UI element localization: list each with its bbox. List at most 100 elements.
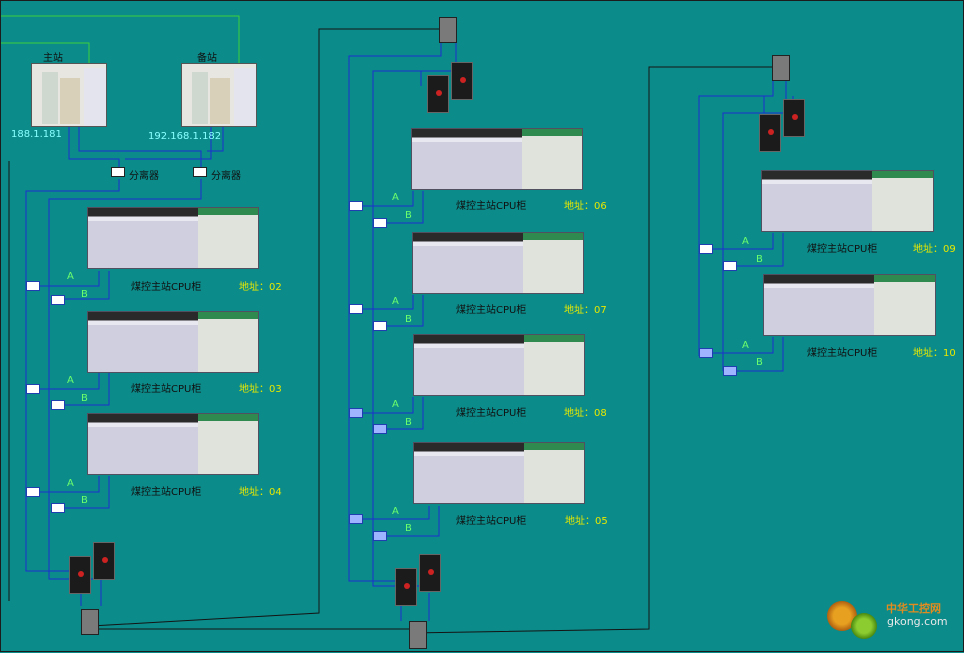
cabinet-label: 煤控主站CPU柜 (807, 244, 878, 255)
tap-connector-icon (26, 384, 40, 394)
converter-box-icon (409, 621, 427, 649)
cabinet-label: 煤控主站CPU柜 (456, 201, 527, 212)
address-label: 地址：07 (564, 305, 607, 316)
tap-connector-icon (349, 514, 363, 524)
tap-connector-icon (373, 321, 387, 331)
address-label: 地址：03 (239, 384, 282, 395)
converter-box-icon (772, 55, 790, 81)
main-cpu-rack (31, 63, 107, 127)
standby-ip-label: 192.168.1.182 (148, 131, 222, 142)
io-rack-08 (413, 334, 585, 396)
power-module (553, 233, 569, 293)
io-rack-03 (87, 311, 259, 373)
bus-b-label: B (81, 495, 88, 506)
power-module (919, 275, 935, 335)
power-module (198, 208, 214, 268)
power-module (872, 171, 889, 231)
bus-b-label: B (405, 314, 412, 325)
tap-connector-icon (51, 503, 65, 513)
power-module (539, 443, 555, 503)
network-switch-icon (419, 554, 441, 592)
tap-connector-icon (373, 424, 387, 434)
bus-a-label: A (742, 340, 749, 351)
network-switch-icon (783, 99, 805, 137)
io-rack-05 (413, 442, 585, 504)
standby-cpu-rack (181, 63, 257, 127)
cabinet-label: 煤控主站CPU柜 (456, 408, 527, 419)
power-module (243, 208, 258, 268)
address-label: 地址：09 (913, 244, 956, 255)
bus-b-label: B (81, 289, 88, 300)
power-module (243, 414, 258, 474)
splitter-icon (193, 167, 207, 177)
bus-a-label: A (392, 506, 399, 517)
cabinet-label: 煤控主站CPU柜 (131, 384, 202, 395)
bus-b-label: B (405, 210, 412, 221)
tap-connector-icon (723, 261, 737, 271)
power-module (569, 335, 584, 395)
power-module (874, 275, 891, 335)
splitter-label-1: 分离器 (129, 171, 159, 182)
bus-b-label: B (756, 357, 763, 368)
bus-a-label: A (392, 192, 399, 203)
power-module (904, 275, 921, 335)
network-switch-icon (427, 75, 449, 113)
green-links (1, 15, 240, 63)
network-switch-icon (759, 114, 781, 152)
cabinet-label: 煤控主站CPU柜 (807, 348, 878, 359)
tap-connector-icon (349, 201, 363, 211)
bus-b-label: B (405, 523, 412, 534)
io-rack-10 (763, 274, 936, 336)
splitter-label-2: 分离器 (211, 171, 241, 182)
tap-connector-icon (699, 348, 713, 358)
power-module (213, 414, 229, 474)
tap-connector-icon (723, 366, 737, 376)
cabinet-label: 煤控主站CPU柜 (131, 487, 202, 498)
tap-connector-icon (349, 408, 363, 418)
tap-connector-icon (51, 400, 65, 410)
standby-station-label: 备站 (197, 53, 217, 64)
power-module (554, 443, 570, 503)
tap-connector-icon (699, 244, 713, 254)
network-switch-icon (93, 542, 115, 580)
power-module (889, 275, 906, 335)
bus-b-label: B (756, 254, 763, 265)
power-module (902, 171, 919, 231)
power-module (569, 443, 584, 503)
main-station-label: 主站 (43, 53, 63, 64)
address-label: 地址：06 (564, 201, 607, 212)
power-module (243, 312, 258, 372)
io-rack-02 (87, 207, 259, 269)
bus-lines-3 (698, 81, 794, 372)
tap-connector-icon (51, 295, 65, 305)
address-label: 地址：04 (239, 487, 282, 498)
io-rack-07 (412, 232, 584, 294)
network-switch-icon (395, 568, 417, 606)
io-rack-04 (87, 413, 259, 475)
power-module (228, 414, 244, 474)
bus-a-label: A (67, 271, 74, 282)
tap-connector-icon (373, 531, 387, 541)
bus-a-label: A (742, 236, 749, 247)
power-module (887, 171, 904, 231)
power-module (524, 335, 540, 395)
power-module (524, 443, 540, 503)
power-module (538, 233, 554, 293)
power-module (198, 414, 214, 474)
backbone-lines (8, 28, 773, 634)
bus-a-label: A (392, 399, 399, 410)
tap-connector-icon (349, 304, 363, 314)
tap-connector-icon (26, 281, 40, 291)
bus-a-label: A (67, 478, 74, 489)
power-module (228, 312, 244, 372)
io-rack-09 (761, 170, 934, 232)
tap-connector-icon (26, 487, 40, 497)
cabinet-label: 煤控主站CPU柜 (131, 282, 202, 293)
splitter-icon (111, 167, 125, 177)
power-module (539, 335, 555, 395)
address-label: 地址：02 (239, 282, 282, 293)
cabinet-label: 煤控主站CPU柜 (456, 305, 527, 316)
power-module (552, 129, 568, 189)
cabinet-label: 煤控主站CPU柜 (456, 516, 527, 527)
